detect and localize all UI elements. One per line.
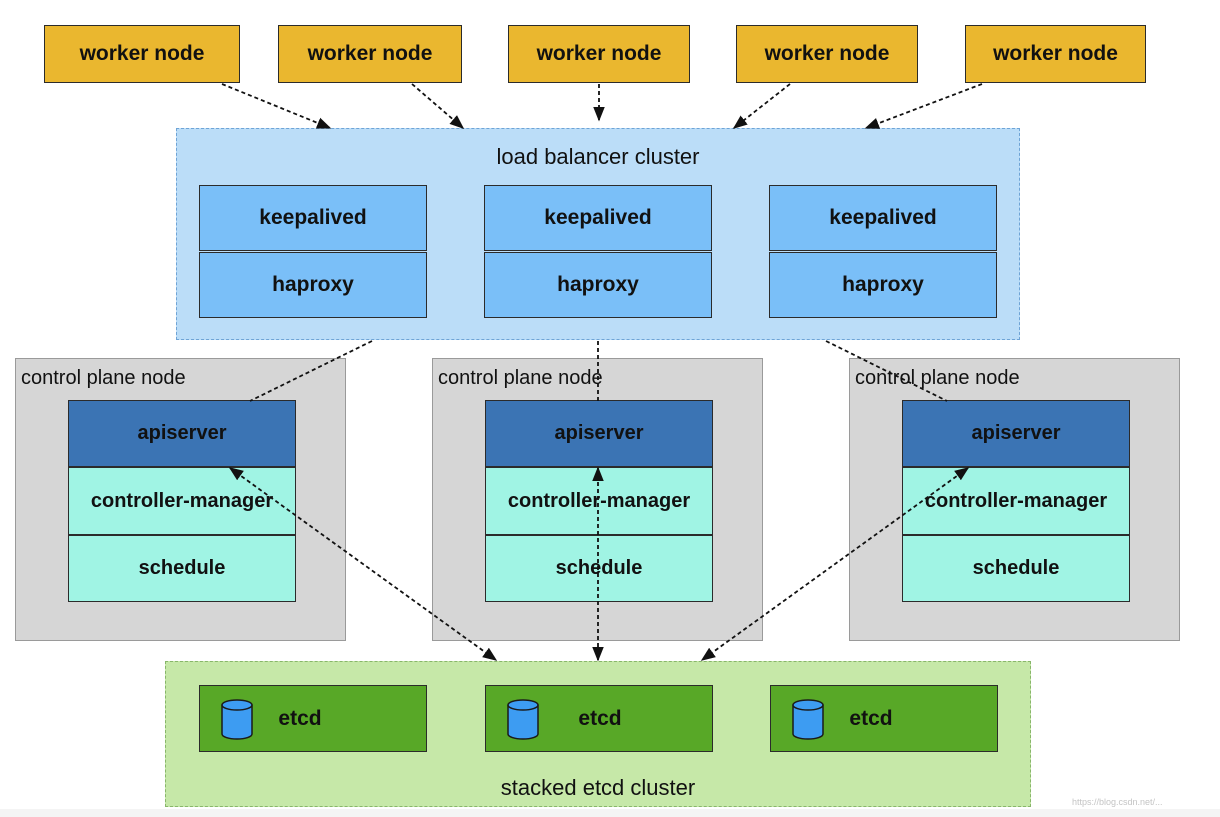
worker-node-label: worker node [307,42,433,65]
haproxy-1: haproxy [199,252,427,318]
worker-node-4: worker node [736,25,918,83]
connector-worker4-lb [732,83,791,129]
keepalived-2: keepalived [484,185,712,251]
apiserver-1: apiserver [68,400,296,467]
etcd-cluster-title: stacked etcd cluster [500,775,696,800]
database-icon [507,699,539,740]
etcd-label: etcd [849,706,893,730]
scheduler-2: schedule [485,535,713,602]
worker-node-3: worker node [508,25,690,83]
etcd-member-2: etcd [485,685,713,752]
scheduler-3: schedule [902,535,1130,602]
etcd-label: etcd [278,706,322,730]
apiserver-2: apiserver [485,400,713,467]
connector-worker1-lb [221,83,332,129]
keepalived-1: keepalived [199,185,427,251]
controller-manager-2: controller-manager [485,467,713,535]
worker-node-label: worker node [993,42,1118,65]
controller-manager-3: controller-manager [902,467,1130,535]
etcd-label: etcd [578,706,622,730]
database-icon [221,699,253,740]
load-balancer-cluster-title: load balancer cluster [496,144,700,169]
controller-manager-1: controller-manager [68,467,296,535]
watermark: https://blog.csdn.net/... [1072,797,1163,807]
apiserver-3: apiserver [902,400,1130,467]
connector-worker2-lb [411,83,465,129]
worker-node-label: worker node [764,42,890,65]
footer-bar [0,809,1220,817]
keepalived-3: keepalived [769,185,997,251]
worker-node-5: worker node [965,25,1146,83]
haproxy-2: haproxy [484,252,712,318]
scheduler-1: schedule [68,535,296,602]
database-icon [792,699,824,740]
worker-node-1: worker node [44,25,240,83]
control-plane-node-title: control plane node [21,367,186,389]
haproxy-3: haproxy [769,252,997,318]
control-plane-node-title: control plane node [855,367,1020,389]
etcd-member-1: etcd [199,685,427,752]
control-plane-node-title: control plane node [438,367,603,389]
worker-node-label: worker node [536,42,662,65]
connector-worker5-lb [864,83,983,129]
worker-node-2: worker node [278,25,462,83]
etcd-member-3: etcd [770,685,998,752]
worker-node-label: worker node [79,42,205,65]
